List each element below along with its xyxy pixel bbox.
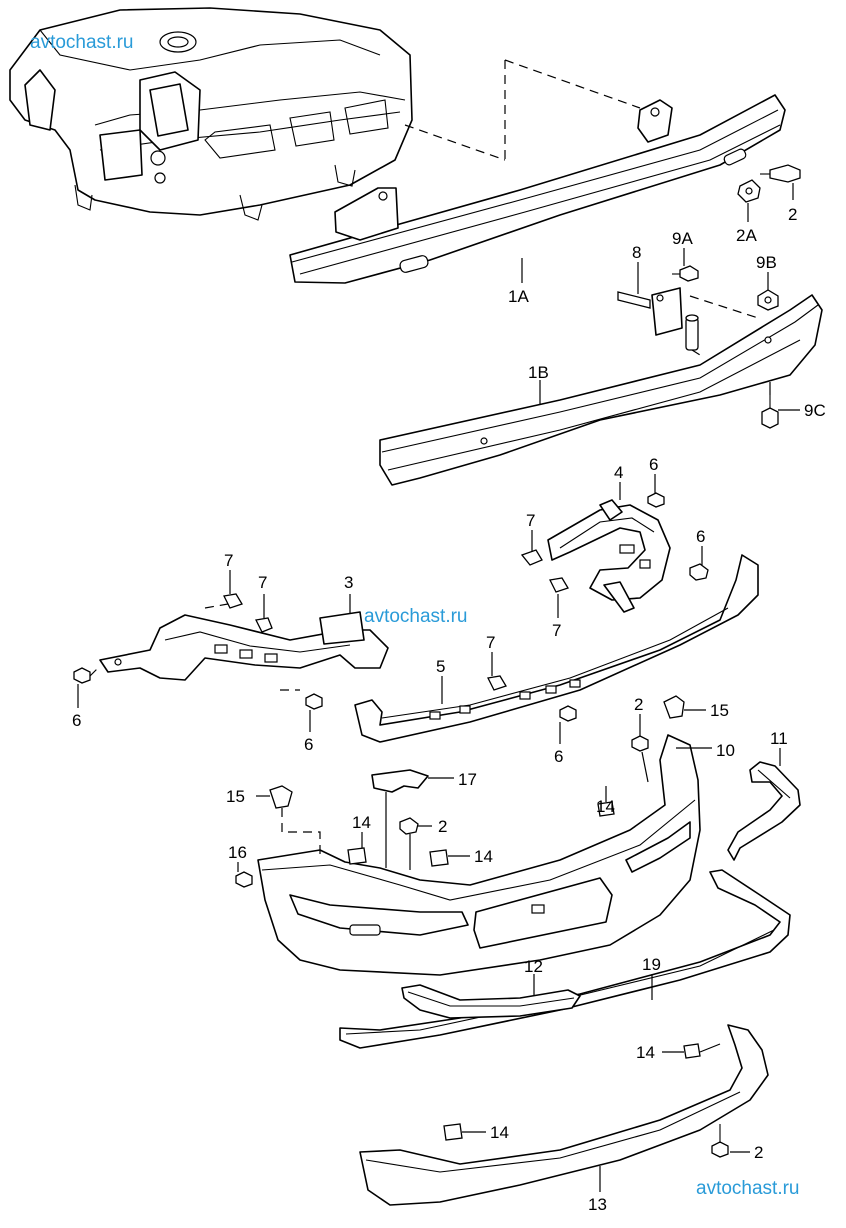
hex-bolt-icon bbox=[672, 265, 699, 282]
hex-bolt-icon bbox=[761, 395, 779, 429]
clip-icon bbox=[443, 1043, 701, 1141]
label-6-upper-right: 6 bbox=[649, 455, 658, 474]
label-12: 12 bbox=[524, 957, 543, 976]
watermark-bottom: avtochast.ru bbox=[696, 1178, 800, 1199]
label-6-right-b: 6 bbox=[696, 527, 705, 546]
label-7-left-b: 7 bbox=[258, 573, 267, 592]
label-9B: 9B bbox=[756, 253, 777, 272]
hex-bolt-icon bbox=[559, 705, 577, 722]
label-9C: 9C bbox=[804, 401, 826, 420]
label-7-mid: 7 bbox=[486, 633, 495, 652]
label-14-e: 14 bbox=[490, 1123, 509, 1142]
hex-bolt-icon bbox=[73, 667, 323, 710]
label-5: 5 bbox=[436, 657, 445, 676]
rear-body-frame bbox=[9, 7, 413, 221]
leader-lines-5 bbox=[441, 652, 561, 744]
hex-nut-icon bbox=[757, 289, 779, 311]
watermark-top: avtochast.ru bbox=[30, 32, 134, 53]
part-8-mounting-stud[interactable] bbox=[617, 287, 699, 351]
label-2-mid: 2 bbox=[634, 695, 643, 714]
label-8: 8 bbox=[632, 243, 641, 262]
watermarks: avtochast.ru avtochast.ru avtochast.ru bbox=[30, 32, 800, 1199]
part-11-reflector-strip[interactable] bbox=[727, 761, 801, 861]
label-2-top: 2 bbox=[788, 205, 797, 224]
label-9A: 9A bbox=[672, 229, 693, 248]
clip-icon bbox=[520, 549, 569, 593]
label-6-right-c: 6 bbox=[554, 747, 563, 766]
leader-lines-8-9 bbox=[637, 248, 769, 356]
part-1A-bumper-beam[interactable] bbox=[289, 94, 786, 284]
part-12-small-trim[interactable] bbox=[401, 984, 581, 1019]
label-4: 4 bbox=[614, 463, 623, 482]
label-6-mid: 6 bbox=[304, 735, 313, 754]
leader-lines-10 bbox=[237, 709, 712, 872]
label-17: 17 bbox=[458, 770, 477, 789]
label-14-d: 14 bbox=[636, 1043, 655, 1062]
part-1B-reinforcement[interactable] bbox=[379, 294, 823, 486]
part-5-lower-support[interactable] bbox=[354, 554, 759, 743]
label-7-left-a: 7 bbox=[224, 551, 233, 570]
label-11: 11 bbox=[770, 729, 788, 748]
clip-icon bbox=[347, 801, 615, 867]
leader-lines-top bbox=[521, 183, 794, 283]
clip-icon bbox=[223, 593, 273, 633]
callout-labels: 2 2A 1A 9A 8 9B 1B 9C 4 6 7 6 7 7 7 3 6 … bbox=[72, 205, 826, 1214]
leader-lines-4 bbox=[531, 474, 703, 618]
label-1B: 1B bbox=[528, 363, 549, 382]
part-17-clip-bracket[interactable] bbox=[371, 769, 429, 793]
label-15-right: 15 bbox=[710, 701, 729, 720]
part-4-right-bracket[interactable] bbox=[547, 499, 671, 613]
hex-bolt-icon bbox=[647, 492, 709, 581]
expansion-rivet-icon bbox=[269, 695, 685, 809]
label-7-right-a: 7 bbox=[526, 511, 535, 530]
part-10-bumper-cover[interactable] bbox=[257, 734, 701, 976]
leader-lines-1b bbox=[539, 380, 800, 411]
label-10: 10 bbox=[716, 741, 735, 760]
hex-bolt-icon bbox=[235, 735, 649, 888]
label-1A: 1A bbox=[508, 287, 529, 306]
label-6-left: 6 bbox=[72, 711, 81, 730]
label-16: 16 bbox=[228, 843, 247, 862]
watermark-middle: avtochast.ru bbox=[364, 606, 468, 627]
leader-lines-13 bbox=[462, 1043, 750, 1192]
hex-nut-icon bbox=[737, 179, 761, 203]
part-3-left-bracket[interactable] bbox=[99, 611, 389, 681]
label-15-left: 15 bbox=[226, 787, 245, 806]
clip-icon bbox=[487, 675, 507, 691]
hex-bolt-icon bbox=[711, 1124, 729, 1158]
label-3: 3 bbox=[344, 573, 353, 592]
hex-bolt-icon bbox=[760, 164, 801, 183]
label-2-c: 2 bbox=[438, 817, 447, 836]
label-2A: 2A bbox=[736, 226, 757, 245]
label-19: 19 bbox=[642, 955, 661, 974]
label-14-a: 14 bbox=[596, 797, 615, 816]
label-14-b: 14 bbox=[352, 813, 371, 832]
label-13: 13 bbox=[588, 1195, 607, 1214]
label-7-right-b: 7 bbox=[552, 621, 561, 640]
leader-lines-3 bbox=[77, 570, 351, 732]
assembly-dashed-lines-top bbox=[404, 59, 641, 161]
part-13-lower-cover[interactable] bbox=[359, 1024, 769, 1206]
label-2-bottom: 2 bbox=[754, 1143, 763, 1162]
label-14-c: 14 bbox=[474, 847, 493, 866]
